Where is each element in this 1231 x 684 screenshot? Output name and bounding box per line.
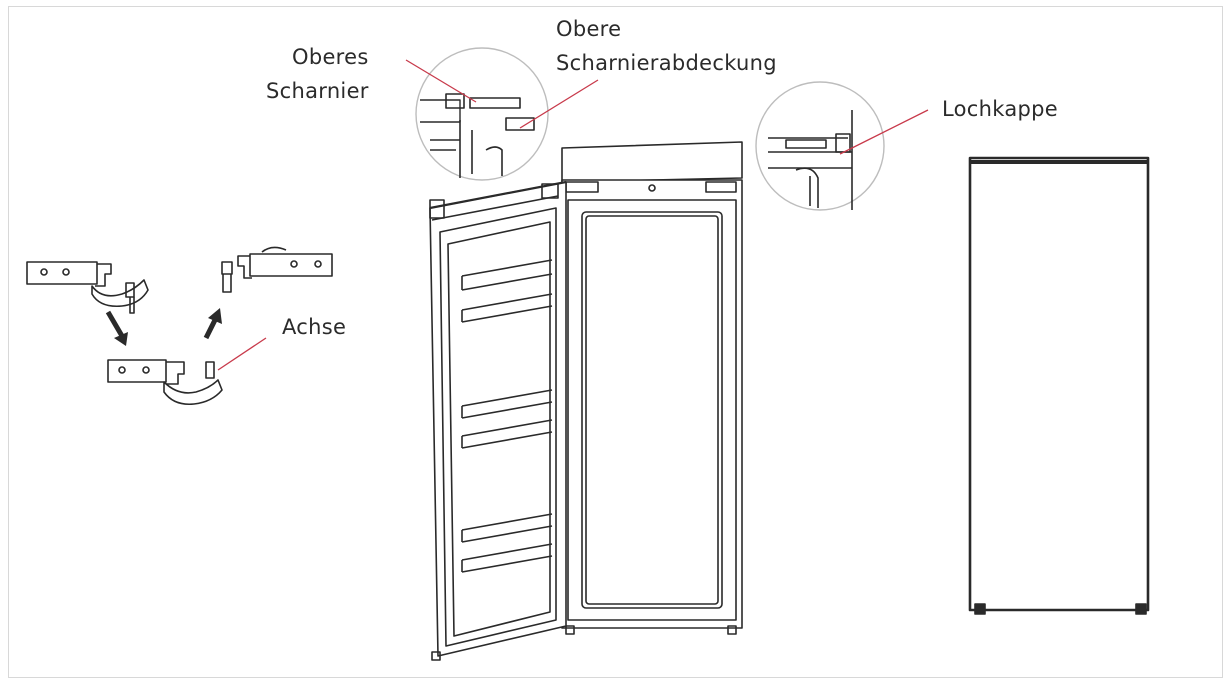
label-axle: Achse [282,315,347,339]
hinge-flipped [221,246,333,293]
label-upper-cover-line2: Scharnierabdeckung [556,51,777,75]
label-hole-cap: Lochkappe [942,97,1058,121]
freezer-open [429,141,743,661]
label-upper-hinge-line2: Scharnier [266,79,369,103]
hinge-before [26,261,149,314]
leader-lines [217,59,929,371]
detail-upper-hinge [415,47,549,181]
detail-hole-cap [755,81,885,211]
label-upper-cover-line1: Obere [556,17,622,41]
freezer-closed [968,156,1150,615]
label-upper-hinge-line1: Oberes [292,45,369,69]
arrow-down-icon [105,310,128,346]
hinge-after [107,359,223,406]
arrow-up-icon [203,308,222,340]
